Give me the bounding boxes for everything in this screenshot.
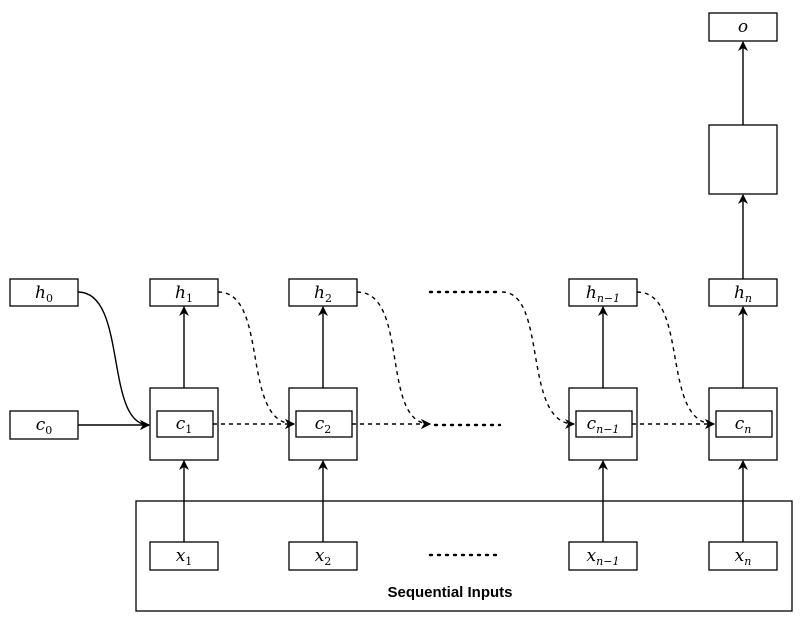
cell-state-label-2: c2 (315, 414, 332, 436)
cell-state-node-2 (295, 410, 353, 438)
output-node (708, 12, 778, 42)
cell-state-node-n-minus-1 (575, 410, 633, 438)
input-node-1 (149, 541, 219, 571)
output-layer-block (708, 124, 778, 195)
hidden-state-label-1: h1 (175, 283, 193, 305)
initial-hidden-arrow (77, 291, 150, 430)
initial-hidden-state-label: h0 (35, 283, 53, 305)
hidden-state-node-n-minus-1 (568, 278, 638, 307)
hidden-recurrence-arrow-n-minus-1-n (636, 291, 715, 429)
hidden-state-node-2 (288, 278, 358, 307)
hidden-state-label-n: hn (734, 283, 752, 305)
initial-cell-state-label: c0 (36, 415, 53, 437)
input-node-n (708, 541, 778, 571)
cell-state-node-1 (156, 410, 214, 438)
input-label-2: x2 (315, 546, 332, 568)
cell-state-label-1: c1 (176, 414, 193, 436)
initial-cell-state-node (9, 410, 79, 440)
hidden-recurrence-arrow-2-next (356, 291, 431, 429)
input-label-1: x1 (176, 546, 193, 568)
cell-state-label-n-minus-1: cn−1 (587, 414, 620, 436)
sequential-inputs-label: Sequential Inputs (387, 584, 512, 601)
hidden-state-label-2: h2 (314, 283, 332, 305)
hidden-recurrence-arrow-1-2 (217, 291, 295, 429)
initial-hidden-state-node (9, 278, 79, 307)
hidden-state-label-n-minus-1: hn−1 (586, 283, 620, 305)
input-label-n: xn (735, 546, 752, 568)
input-label-n-minus-1: xn−1 (587, 546, 620, 568)
cell-state-label-n: cn (735, 414, 752, 436)
input-node-n-minus-1 (568, 541, 638, 571)
cell-state-node-n (715, 410, 773, 438)
output-label: o (738, 17, 748, 37)
hidden-recurrence-arrow-prev-n-minus-1 (501, 291, 575, 429)
